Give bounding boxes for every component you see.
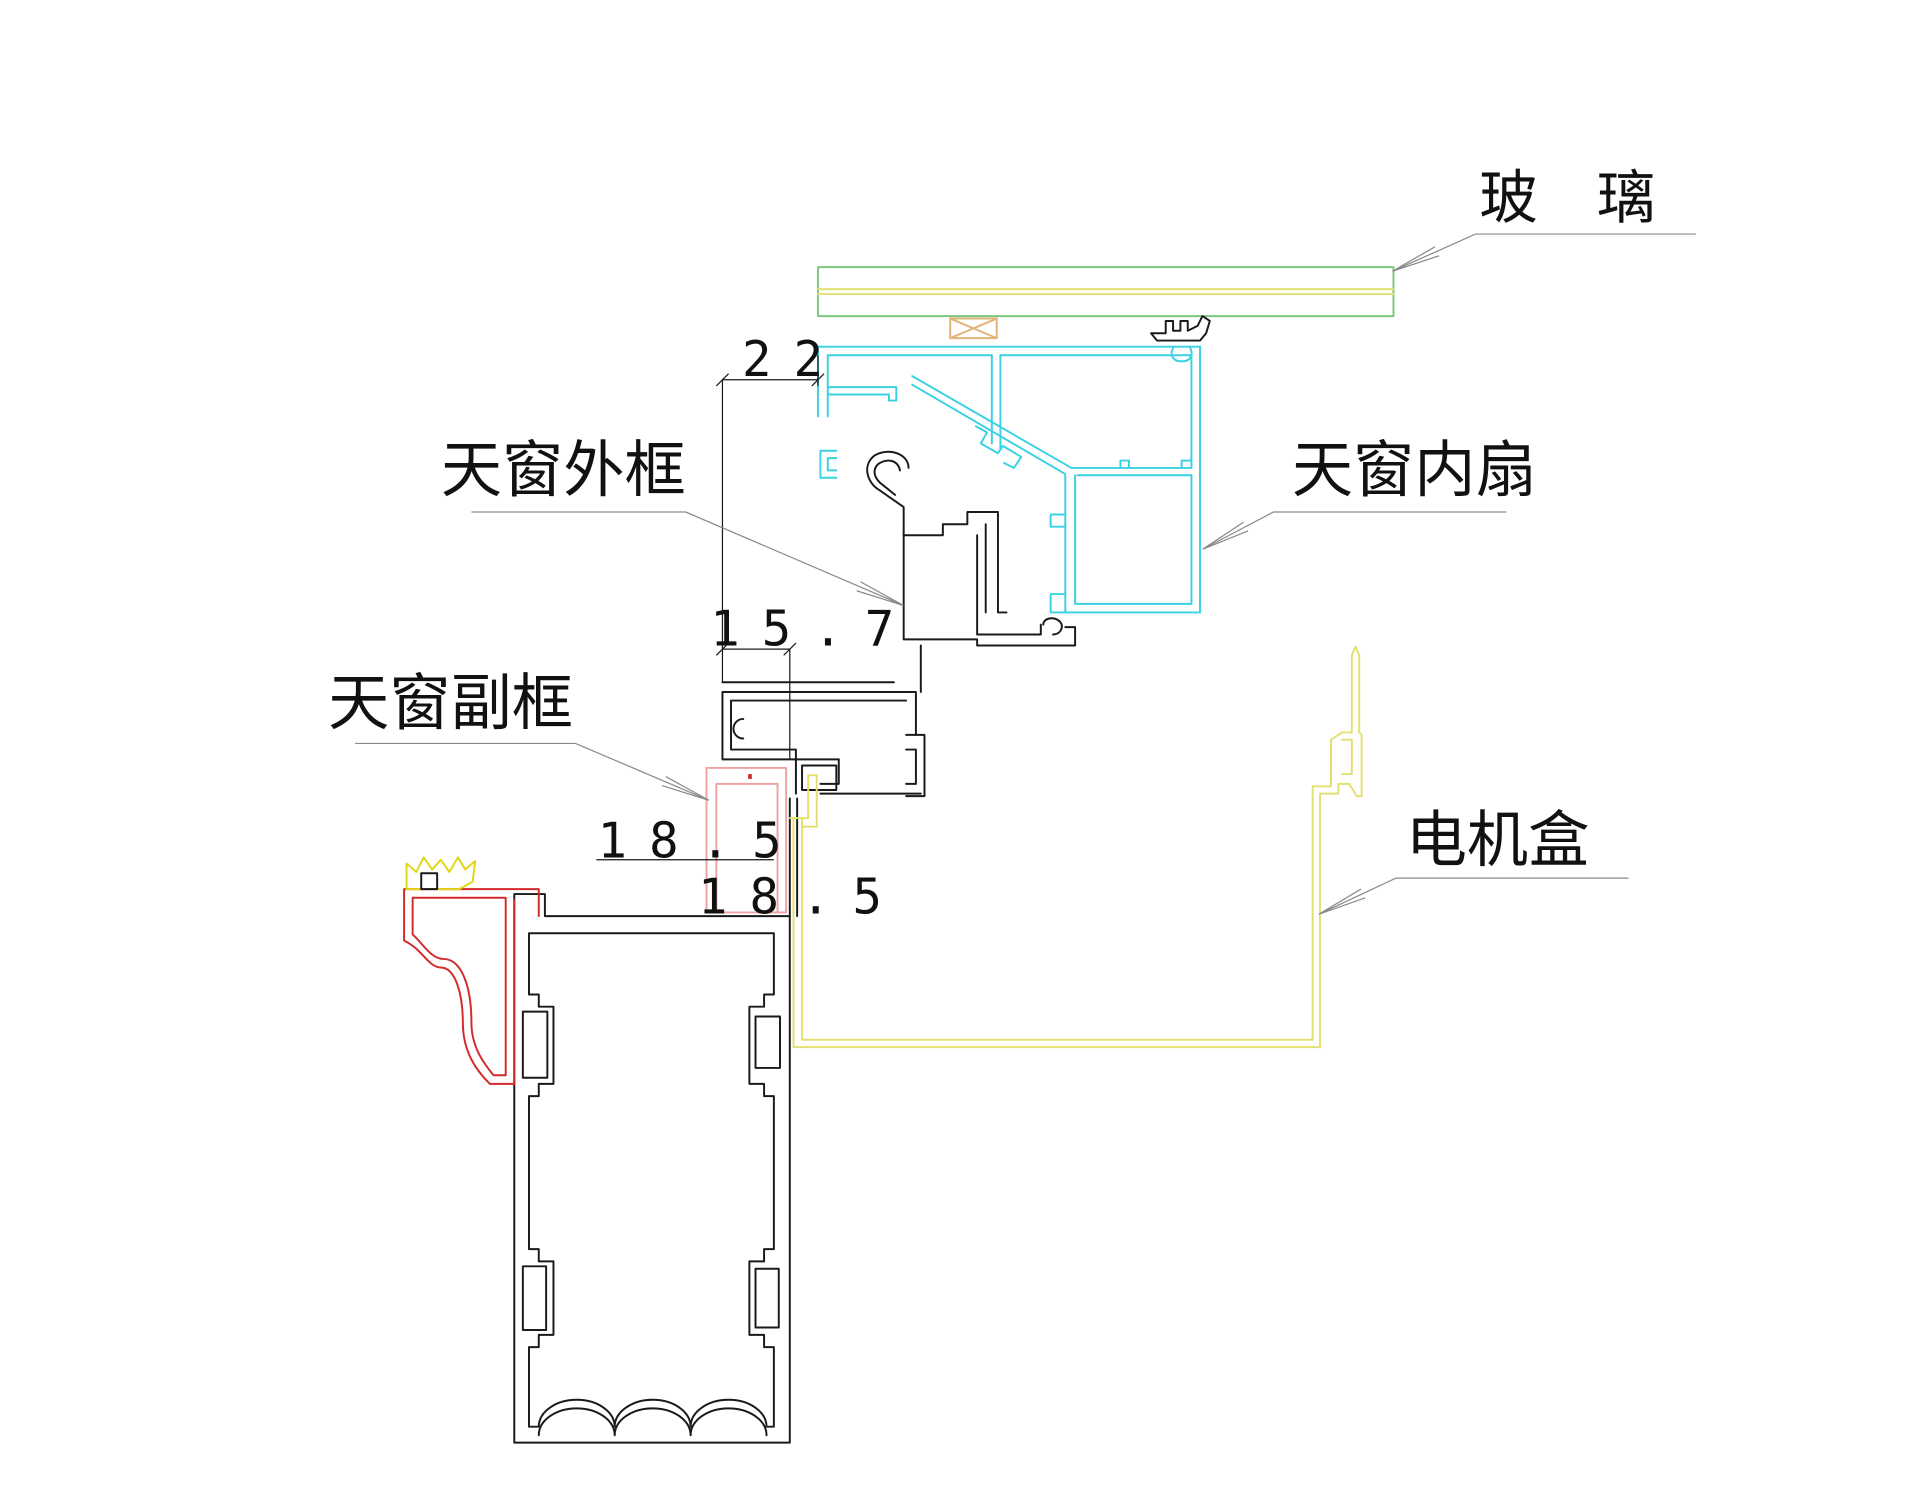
trim-gasket-outline (405, 856, 477, 891)
mullion-profile (513, 893, 791, 1444)
trim-gasket (405, 856, 477, 891)
sash-mid-rail (1070, 459, 1193, 477)
sub-frame-bottom (819, 758, 922, 795)
dim-label-18-5-upper: 18.5 (598, 812, 804, 869)
setting-block-outline (949, 317, 998, 340)
trim-profile (403, 888, 540, 1085)
glazing-gasket (1150, 315, 1211, 363)
leader-motor-box (1320, 877, 1629, 914)
motor-box-inner (801, 731, 1353, 1041)
sash-diagonal-tab (974, 425, 1023, 469)
sash-left-tab (826, 386, 898, 402)
motor-box (788, 645, 1363, 1049)
label-outer-frame: 天窗外框 (441, 435, 686, 506)
motor-box-top-tab (788, 774, 818, 828)
sub-frame-small-box (801, 764, 838, 791)
leader-outer-frame (471, 511, 902, 605)
glazing-gasket-outline (1150, 315, 1211, 342)
sub-frame-profile (721, 681, 926, 918)
label-inner-sash: 天窗内扇 (1292, 435, 1537, 506)
leader-inner-sash (1204, 511, 1507, 549)
dim-22-extension (721, 355, 819, 683)
setting-block (949, 317, 998, 340)
glass-outline (816, 266, 1395, 318)
setting-block-cross (949, 317, 998, 340)
dim-label-22: 22 (742, 331, 845, 388)
sub-frame-outer (721, 691, 917, 761)
motor-box-outer (792, 645, 1363, 1049)
dim-label-18-5-lower: 18.5 (698, 869, 904, 926)
inner-sash-profile (816, 345, 1201, 614)
glass-pane (816, 266, 1395, 318)
mullion-clip-left-upper (521, 1010, 549, 1079)
label-sub-frame: 天窗副框 (328, 668, 573, 739)
trim-outer (403, 888, 540, 1085)
sub-frame-bracket (905, 733, 926, 798)
outer-frame-bottom (902, 534, 1077, 647)
sub-frame-block-marker (748, 774, 752, 779)
sub-frame-block (705, 766, 788, 914)
label-motor-box: 电机盒 (1406, 805, 1590, 876)
mullion-inner-wall (528, 932, 775, 1428)
dim-label-15-7: 15.7 (710, 600, 916, 657)
outer-frame-web (976, 523, 1042, 636)
leader-sub-frame (355, 742, 708, 799)
mullion-clip-right-lower (754, 1267, 780, 1329)
sash-web (990, 354, 1002, 450)
trim-inner (411, 896, 507, 1077)
mullion-clip-right-upper (754, 1015, 781, 1069)
outer-frame-end-clip (1042, 617, 1063, 636)
mullion-outer-wall (513, 893, 791, 1444)
leader-lines (355, 233, 1696, 914)
sub-frame-block-outline (705, 766, 788, 914)
label-glass: 玻 璃 (1479, 163, 1655, 232)
dim-15-7-line (722, 648, 791, 760)
outer-frame-profile (866, 450, 1077, 693)
leader-glass (1393, 233, 1696, 271)
trim-gasket-core (420, 872, 439, 891)
sash-lower-box (1049, 474, 1201, 614)
dimension-lines (596, 355, 825, 861)
sub-frame-block-inner (715, 782, 779, 914)
outer-frame-hook (866, 450, 910, 537)
sub-frame-inner (730, 699, 908, 795)
outer-frame-body (902, 511, 1008, 614)
glazing-gasket-seat (1170, 346, 1193, 363)
dim-15-7-ticks (715, 642, 797, 656)
mullion-bottom-scallops (537, 1407, 768, 1437)
sash-diagonal (911, 375, 1073, 476)
mullion-clip-left-lower (521, 1265, 548, 1331)
sub-frame-screw-port (732, 717, 745, 740)
dim-22-ticks (715, 373, 825, 387)
